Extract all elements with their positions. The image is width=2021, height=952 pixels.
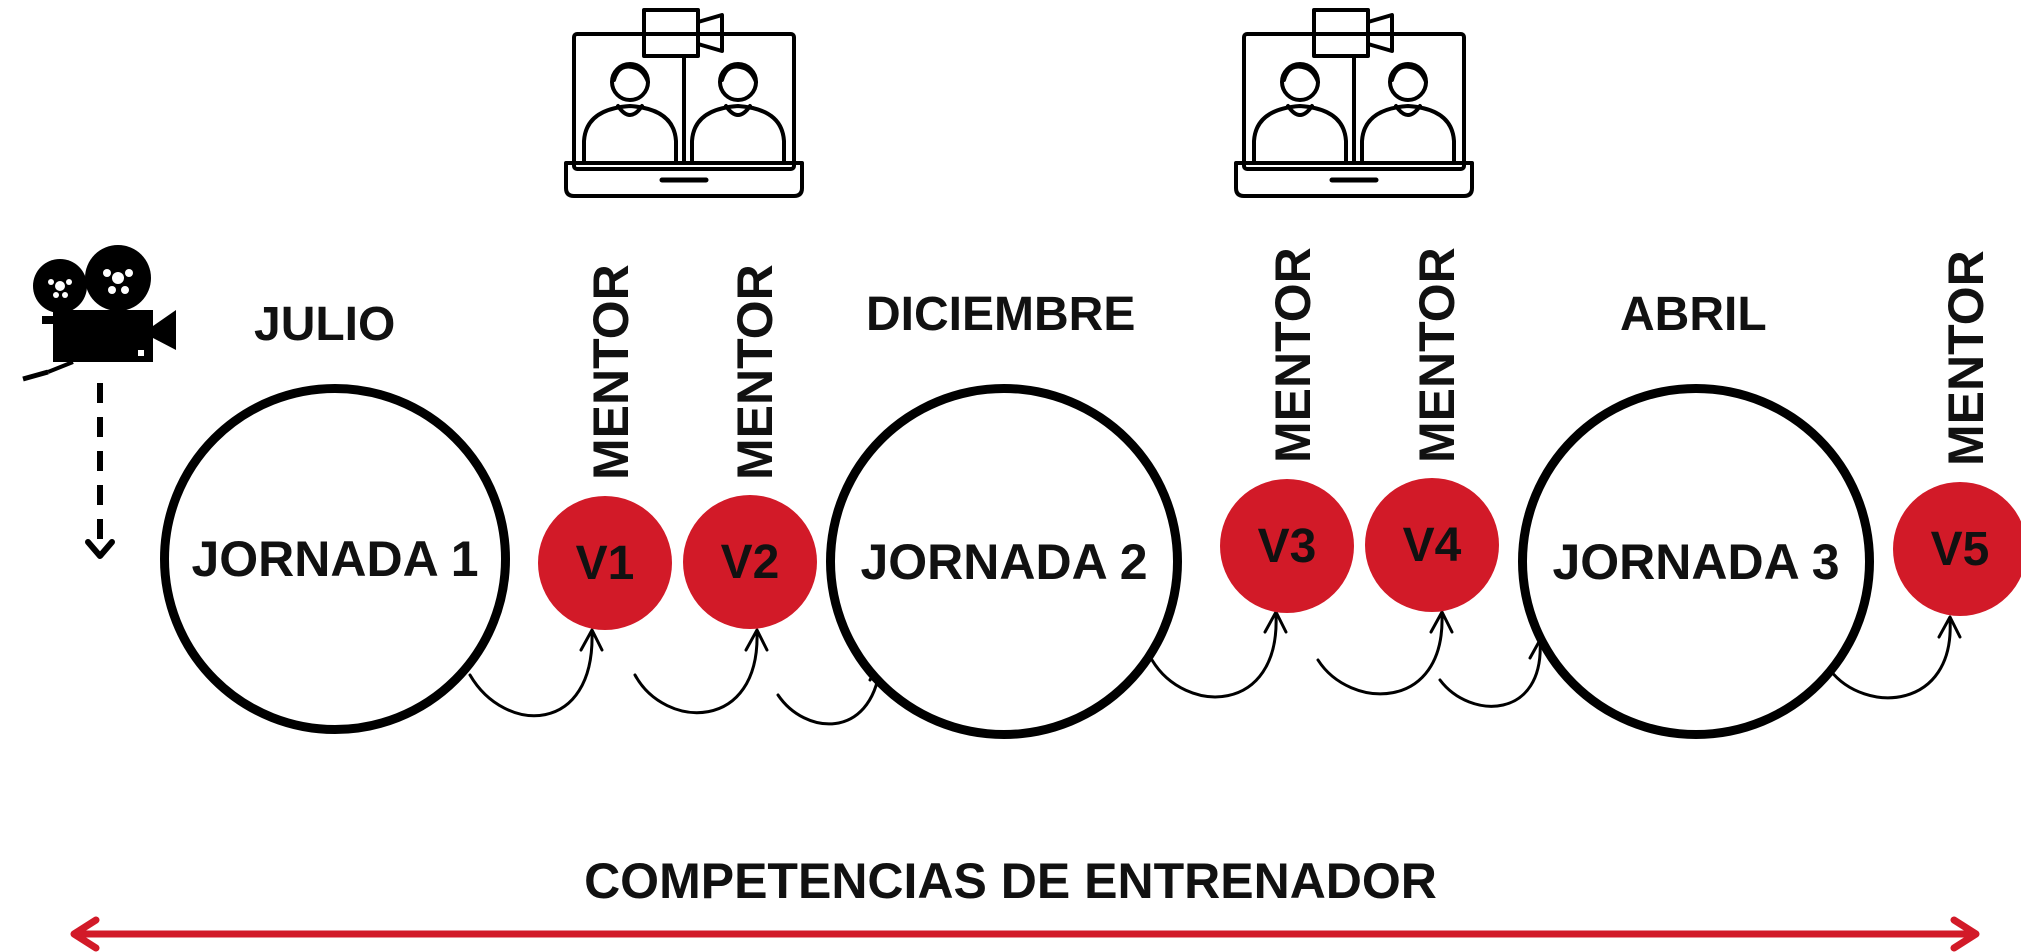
jornada-circle-1: JORNADA 1 [160, 384, 510, 734]
visit-circle-v3: V3 [1220, 479, 1354, 613]
visit-label: V4 [1402, 518, 1462, 572]
dashed-down-arrow [85, 383, 115, 559]
month-label-abril: ABRIL [1620, 288, 1767, 341]
connector-arrow-v3-v4 [1316, 610, 1454, 696]
double-headed-arrow [70, 916, 1980, 952]
mentor-label-v2: MENTOR [727, 264, 783, 480]
jornada-label: JORNADA 1 [191, 531, 479, 587]
movie-camera-icon [22, 245, 176, 382]
competencias-title: COMPETENCIAS DE ENTRENADOR [584, 853, 1437, 909]
jornada-label: JORNADA 2 [860, 533, 1148, 590]
mentor-label-v1: MENTOR [583, 264, 639, 480]
visit-label: V1 [575, 536, 635, 590]
visit-circle-v2: V2 [683, 495, 817, 629]
visit-label: V3 [1257, 519, 1317, 573]
mentor-label-v5: MENTOR [1938, 250, 1994, 466]
visit-label: V5 [1930, 522, 1990, 576]
jornada-label: JORNADA 3 [1552, 533, 1840, 590]
jornada-circle-3: JORNADA 3 [1518, 384, 1874, 739]
month-label-julio: JULIO [254, 298, 396, 351]
visit-circle-v1: V1 [538, 496, 672, 630]
month-label-diciembre: DICIEMBRE [866, 288, 1136, 341]
video-call-laptop-icon [564, 8, 804, 198]
mentor-label-v4: MENTOR [1409, 247, 1465, 463]
visit-circle-v5: V5 [1893, 482, 2021, 616]
video-call-laptop-icon [1234, 8, 1474, 198]
connector-arrow-j2-v3 [1150, 610, 1288, 699]
visit-label: V2 [720, 535, 780, 589]
connector-arrow-v4-j3 [1438, 638, 1552, 708]
mentor-label-v3: MENTOR [1265, 247, 1321, 463]
connector-arrow-j3-v5 [1828, 615, 1962, 700]
connector-arrow-j1-v1 [468, 628, 604, 718]
visit-circle-v4: V4 [1365, 478, 1499, 612]
connector-arrow-v1-v2 [633, 628, 769, 715]
jornada-circle-2: JORNADA 2 [826, 384, 1182, 739]
